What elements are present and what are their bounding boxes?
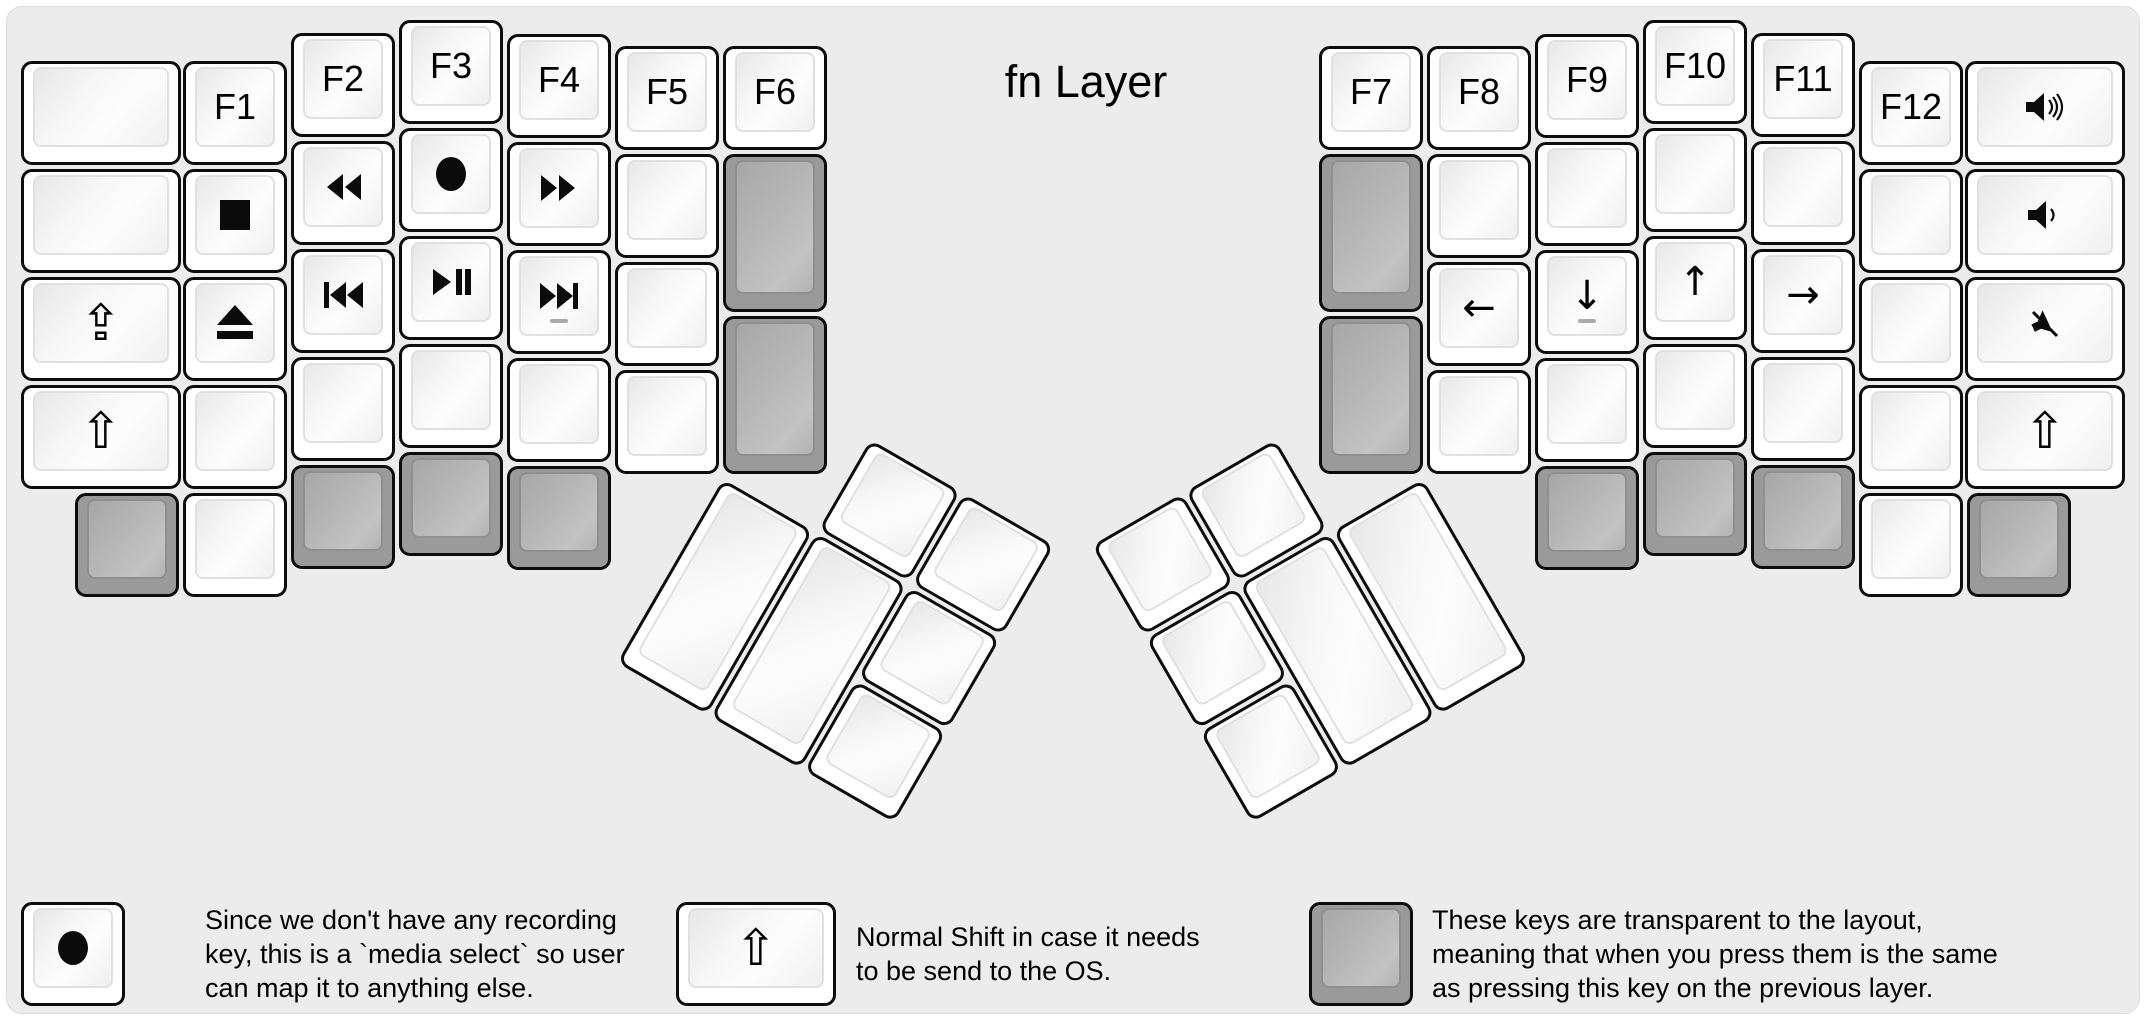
board-background <box>6 6 2140 1014</box>
layer-title: fn Layer <box>1004 56 1168 107</box>
